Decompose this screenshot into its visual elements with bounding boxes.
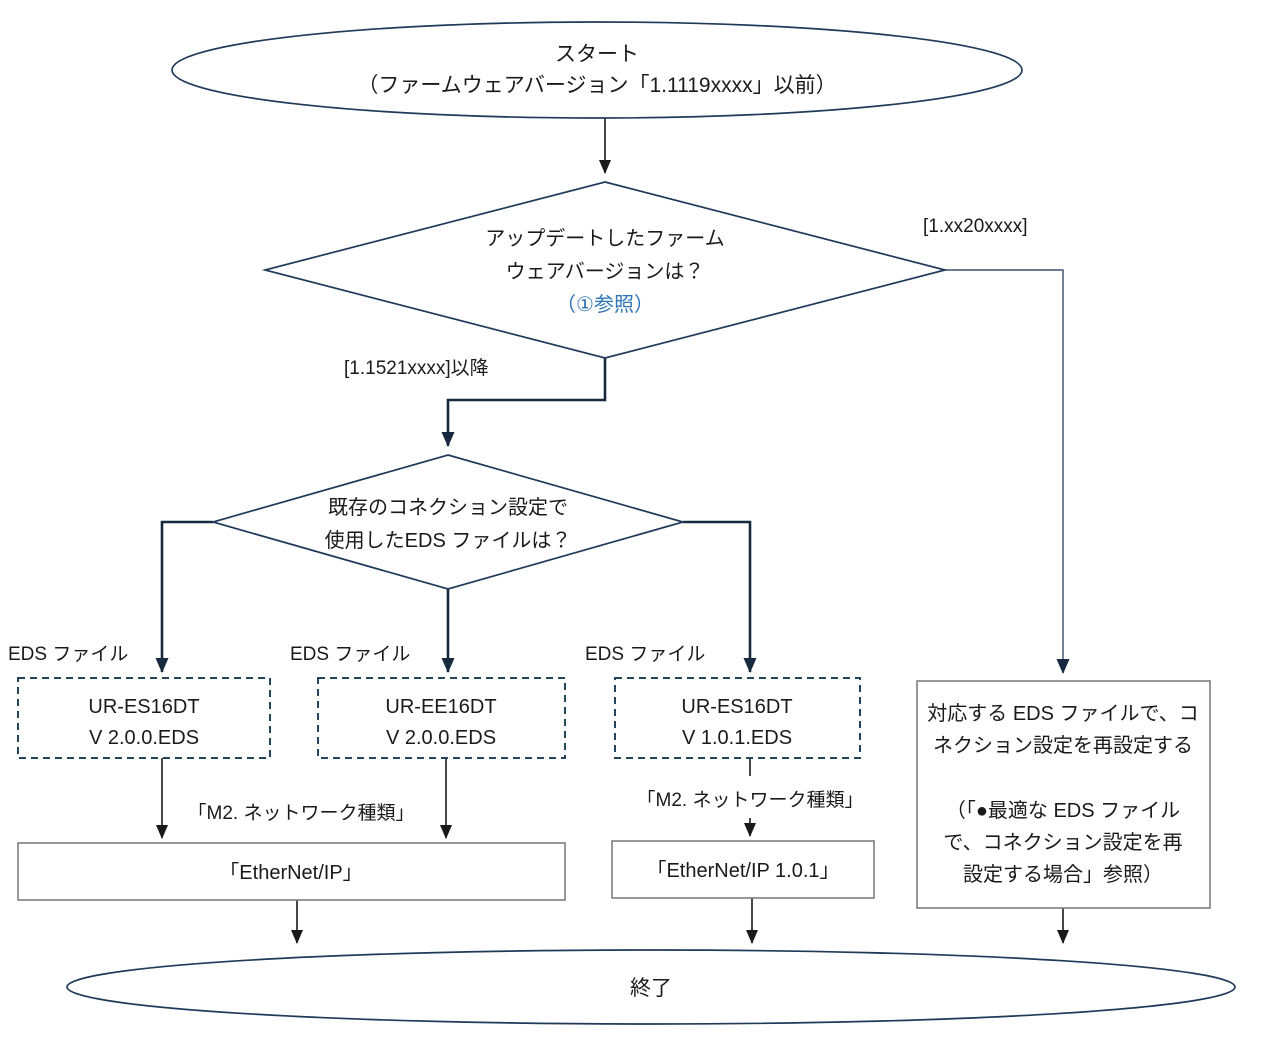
eds-file-label-2: EDS ファイル — [290, 644, 410, 665]
decision-firmware-reference: （①参照） — [556, 293, 654, 316]
network-box-ethernet-101 — [611, 840, 875, 899]
network-box-ethernet-101-label: 「EtherNet/IP 1.0.1」 — [646, 859, 839, 882]
eds-box1-model: UR-ES16DT — [88, 696, 199, 718]
end-terminator — [66, 949, 1236, 1025]
action-box-reconfigure — [916, 680, 1211, 909]
action-box-line1: 対応する EDS ファイルで、コ — [927, 702, 1198, 725]
decision-firmware-line1: アップデートしたファーム — [485, 227, 724, 250]
eds-file-label-1: EDS ファイル — [8, 644, 128, 665]
connector-decision2-to-eds-box1 — [155, 520, 213, 673]
action-box-line5: 設定する場合」参照） — [963, 863, 1163, 886]
eds-box2-model: UR-EE16DT — [385, 696, 496, 718]
start-subtitle: （ファームウェアバージョン「1.1119xxxx」以前） — [357, 74, 836, 97]
m2-network-label-left: 「M2. ネットワーク種類」 — [188, 802, 415, 824]
decision-firmware-line2: ウェアバージョンは？ — [506, 261, 705, 283]
action-box-line4: で、コネクション設定を再 — [943, 831, 1182, 854]
network-box-ethernet — [17, 842, 566, 901]
connector-decision1-to-decision2 — [441, 358, 607, 447]
m2-network-label-right: 「M2. ネットワーク種類」 — [637, 789, 864, 811]
eds-file-label-3: EDS ファイル — [585, 644, 705, 665]
eds-box3-model: UR-ES16DT — [681, 696, 792, 718]
eds-box-ur-es16dt-v200 — [17, 677, 271, 759]
decision-eds-line1: 既存のコネクション設定で — [328, 496, 568, 519]
decision-firmware-version — [261, 181, 949, 359]
eds-box3-version: V 1.0.1.EDS — [682, 727, 792, 749]
action-box-line3: （「●最適な EDS ファイル — [946, 799, 1180, 822]
eds-box-ur-es16dt-v101 — [614, 677, 861, 759]
branch-label-xx20: [1.xx20xxxx] — [923, 216, 1028, 237]
branch-label-1521-or-later: [1.1521xxxx]以降 — [344, 357, 489, 379]
decision-eds-line2: 使用したEDS ファイルは？ — [325, 529, 572, 552]
eds-box-ur-ee16dt-v200 — [317, 677, 566, 759]
action-box-line2: ネクション設定を再設定する — [933, 734, 1193, 757]
end-title: 終了 — [630, 977, 672, 1000]
eds-box2-version: V 2.0.0.EDS — [386, 727, 496, 749]
start-terminator — [171, 21, 1023, 119]
eds-box1-version: V 2.0.0.EDS — [89, 727, 199, 749]
network-box-ethernet-label: 「EtherNet/IP」 — [219, 861, 362, 884]
start-title: スタート — [555, 43, 639, 66]
connector-decision2-to-eds-box3 — [683, 520, 757, 673]
decision-eds-file — [209, 454, 687, 590]
connector-decision1-to-action-box — [945, 269, 1070, 674]
